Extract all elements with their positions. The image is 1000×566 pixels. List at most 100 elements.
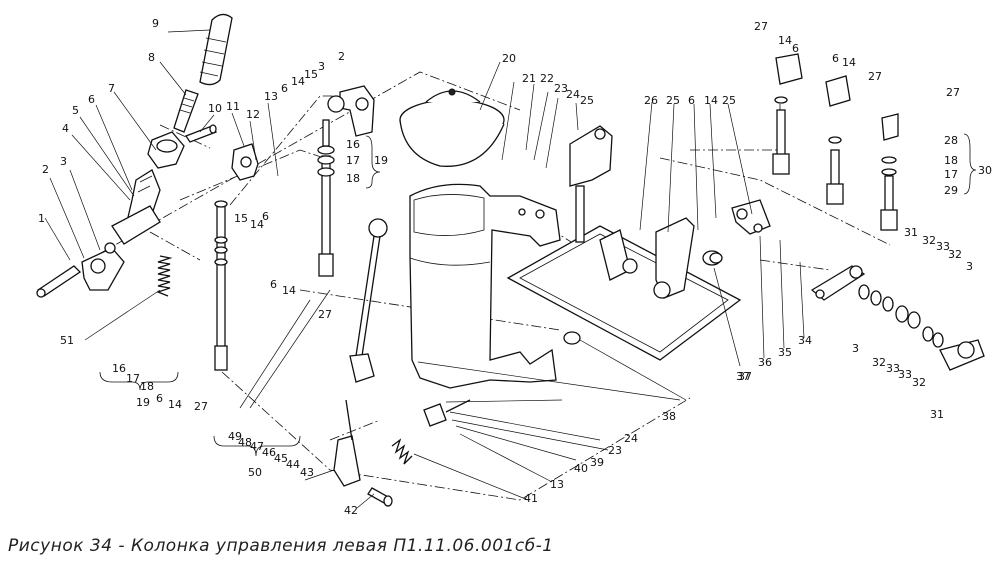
callout-44: 44	[286, 458, 300, 471]
lever-31-upper	[810, 265, 866, 301]
callout-26: 26	[644, 94, 658, 107]
callout-6: 6	[792, 42, 799, 55]
callout-14: 14	[704, 94, 718, 107]
callout-11: 11	[226, 100, 240, 113]
callout-3: 3	[852, 342, 859, 355]
lever-31-lower	[939, 339, 985, 371]
base-plate	[506, 217, 742, 361]
callout-6: 6	[832, 52, 839, 65]
callout-25: 25	[722, 94, 736, 107]
callout-43: 43	[300, 466, 314, 479]
callout-32: 32	[922, 234, 936, 247]
callout-3: 3	[60, 155, 67, 168]
handle-knob	[199, 13, 233, 86]
callout-4: 4	[62, 122, 69, 135]
callout-46: 46	[262, 446, 276, 459]
callout-6: 6	[262, 210, 269, 223]
callout-13: 13	[264, 90, 278, 103]
cover-bowl	[399, 88, 505, 167]
callout-27: 27	[946, 86, 960, 99]
bracket-25	[569, 125, 613, 243]
callout-6: 6	[156, 392, 163, 405]
pin-1	[36, 265, 82, 298]
rod-left	[214, 200, 228, 371]
callout-50: 50	[248, 466, 262, 479]
callout-33: 33	[886, 362, 900, 375]
callout-12: 12	[246, 108, 260, 121]
callout-35: 35	[778, 346, 792, 359]
callout-27: 27	[868, 70, 882, 83]
callout-6: 6	[88, 93, 95, 106]
rod-right-b	[825, 75, 851, 205]
lever-assembly-50	[333, 218, 388, 487]
pivot-block	[231, 143, 259, 181]
callout-45: 45	[274, 452, 288, 465]
callout-18: 18	[944, 154, 958, 167]
callout-33: 33	[936, 240, 950, 253]
callout-13: 13	[550, 478, 564, 491]
callout-48: 48	[238, 436, 252, 449]
rod-right-c	[880, 113, 899, 231]
callout-2: 2	[42, 163, 49, 176]
callout-18: 18	[346, 172, 360, 185]
callout-2: 2	[338, 50, 345, 63]
gear-lever-rod	[173, 89, 199, 133]
callout-6: 6	[281, 82, 288, 95]
callout-37: 37	[738, 370, 752, 383]
callout-16: 16	[346, 138, 360, 151]
nut-37b	[563, 331, 581, 345]
callout-32: 32	[912, 376, 926, 389]
callout-21: 21	[522, 72, 536, 85]
spring	[156, 255, 173, 297]
shift-lever-assembly	[111, 169, 161, 245]
callout-16: 16	[112, 362, 126, 375]
callout-19: 19	[136, 396, 150, 409]
callout-8: 8	[148, 51, 155, 64]
bracket-top	[327, 85, 375, 137]
callout-51: 51	[60, 334, 74, 347]
callout-3: 3	[318, 60, 325, 73]
bracket-left	[81, 242, 125, 291]
callout-14: 14	[842, 56, 856, 69]
callout-47: 47	[250, 440, 264, 453]
callout-14: 14	[168, 398, 182, 411]
callout-40: 40	[574, 462, 588, 475]
callout-23: 23	[554, 82, 568, 95]
callout-39: 39	[590, 456, 604, 469]
callout-31: 31	[904, 226, 918, 239]
callout-49: 49	[228, 430, 242, 443]
group-brackets	[99, 133, 977, 457]
rod-right-a	[772, 53, 803, 175]
callout-23: 23	[608, 444, 622, 457]
callout-28: 28	[944, 134, 958, 147]
washer-stack-upper	[858, 284, 909, 323]
callout-24: 24	[624, 432, 638, 445]
callout-14: 14	[291, 75, 305, 88]
callout-30: 30	[978, 164, 992, 177]
callout-27: 27	[318, 308, 332, 321]
bracket-36	[731, 199, 771, 235]
control-column-housing	[409, 183, 561, 389]
callout-17: 17	[944, 168, 958, 181]
callout-20: 20	[502, 52, 516, 65]
callout-3: 3	[966, 260, 973, 273]
clamp-13-39	[423, 399, 471, 427]
spring-bottom	[391, 438, 413, 465]
callout-34: 34	[798, 334, 812, 347]
callout-22: 22	[540, 72, 554, 85]
callout-38: 38	[662, 410, 676, 423]
callout-6: 6	[688, 94, 695, 107]
callout-14: 14	[250, 218, 264, 231]
callout-25: 25	[666, 94, 680, 107]
callout-33: 33	[898, 368, 912, 381]
callout-14: 14	[282, 284, 296, 297]
callout-15: 15	[304, 68, 318, 81]
callout-17: 17	[126, 372, 140, 385]
callout-41: 41	[524, 492, 538, 505]
callout-29: 29	[944, 184, 958, 197]
callout-27: 27	[194, 400, 208, 413]
callout-36: 36	[758, 356, 772, 369]
callout-5: 5	[72, 104, 79, 117]
